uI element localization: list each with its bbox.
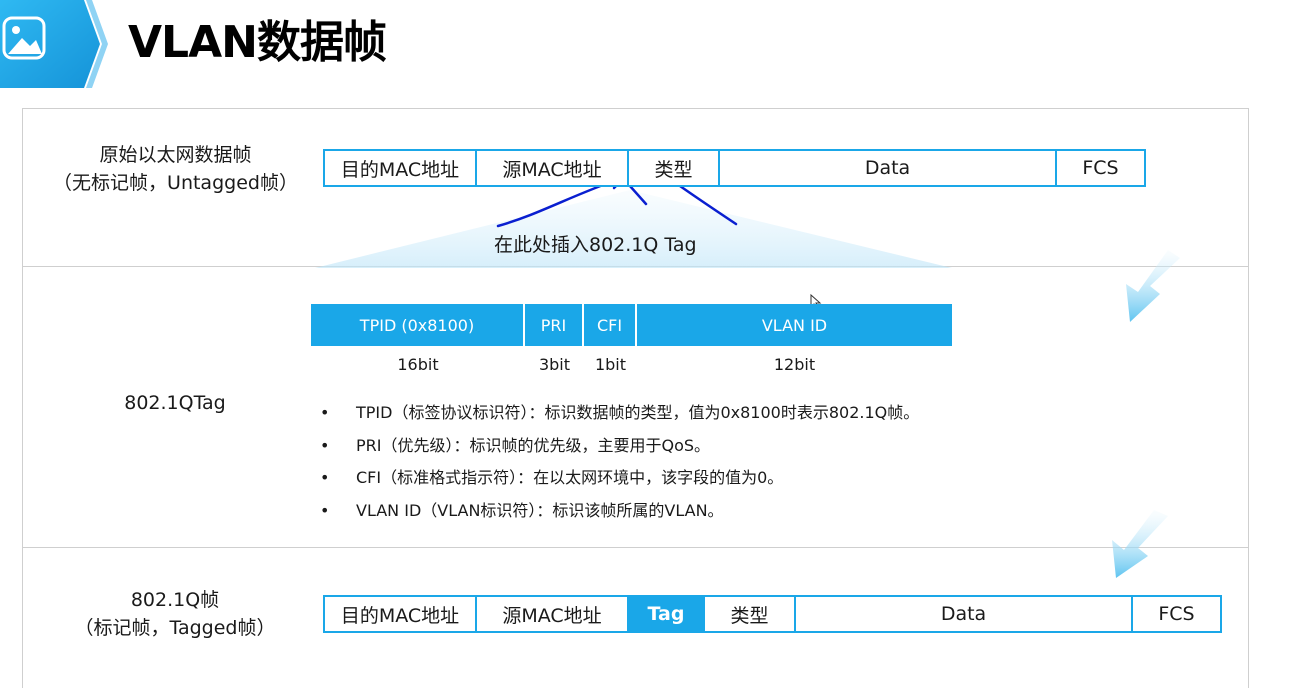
expand-highlight — [315, 190, 952, 268]
insert-tag-note: 在此处插入802.1Q Tag — [494, 234, 697, 256]
list-item: CFI（标准格式指示符）：在以太网环境中，该字段的值为0。 — [318, 462, 919, 495]
untagged-frame: 目的MAC地址 源MAC地址 类型 Data FCS — [323, 149, 1146, 187]
field-fcs: FCS — [1082, 157, 1119, 179]
tagged-frame: 目的MAC地址 源MAC地址 Tag 类型 Data FCS — [323, 595, 1222, 633]
tag-field-cfi: CFI — [584, 304, 637, 346]
bit-width-vlan-id: 12bit — [773, 355, 816, 374]
field-src-mac: 源MAC地址 — [477, 597, 629, 631]
tag-structure: TPID (0x8100) PRI CFI VLAN ID — [311, 304, 952, 346]
label-line: （无标记帧，Untagged帧） — [53, 172, 298, 194]
field-tag: Tag — [629, 597, 705, 631]
tag-field-pri: PRI — [525, 304, 584, 346]
tagged-frame-label: 802.1Q帧 （标记帧，Tagged帧） — [60, 586, 290, 642]
arrow-down-icon — [1126, 250, 1180, 322]
field-fcs: FCS — [1158, 603, 1195, 625]
field-dest-mac: 目的MAC地址 — [325, 597, 477, 631]
arrow-down-icon — [1112, 510, 1168, 578]
field-data: Data — [796, 597, 1133, 631]
label-line: 802.1Q帧 — [130, 589, 220, 611]
untagged-frame-label: 原始以太网数据帧 （无标记帧，Untagged帧） — [48, 141, 303, 197]
divider — [22, 547, 1249, 548]
tag-label: 802.1QTag — [124, 392, 226, 414]
field-type: 类型 — [629, 151, 720, 185]
label-line: 原始以太网数据帧 — [99, 144, 252, 166]
page-title: VLAN数据帧 — [128, 17, 387, 68]
tag-field-tpid: TPID (0x8100) — [311, 304, 525, 346]
field-type: 类型 — [705, 597, 796, 631]
field-src-mac: 源MAC地址 — [477, 151, 629, 185]
label-line: （标记帧，Tagged帧） — [74, 617, 276, 639]
tag-field-descriptions: TPID（标签协议标识符）：标识数据帧的类型，值为0x8100时表示802.1Q… — [318, 397, 919, 527]
diagram-panel — [22, 108, 1249, 688]
bit-width-cfi: 1bit — [594, 355, 627, 374]
list-item: TPID（标签协议标识符）：标识数据帧的类型，值为0x8100时表示802.1Q… — [318, 397, 919, 430]
tag-field-vlan-id: VLAN ID — [761, 315, 828, 335]
bit-width-pri: 3bit — [538, 355, 571, 374]
field-dest-mac: 目的MAC地址 — [325, 151, 477, 185]
list-item: PRI（优先级）：标识帧的优先级，主要用于QoS。 — [318, 430, 919, 463]
field-data: Data — [720, 151, 1057, 185]
image-icon — [0, 0, 108, 88]
list-item: VLAN ID（VLAN标识符）：标识该帧所属的VLAN。 — [318, 495, 919, 528]
bit-width-tpid: 16bit — [397, 355, 439, 374]
